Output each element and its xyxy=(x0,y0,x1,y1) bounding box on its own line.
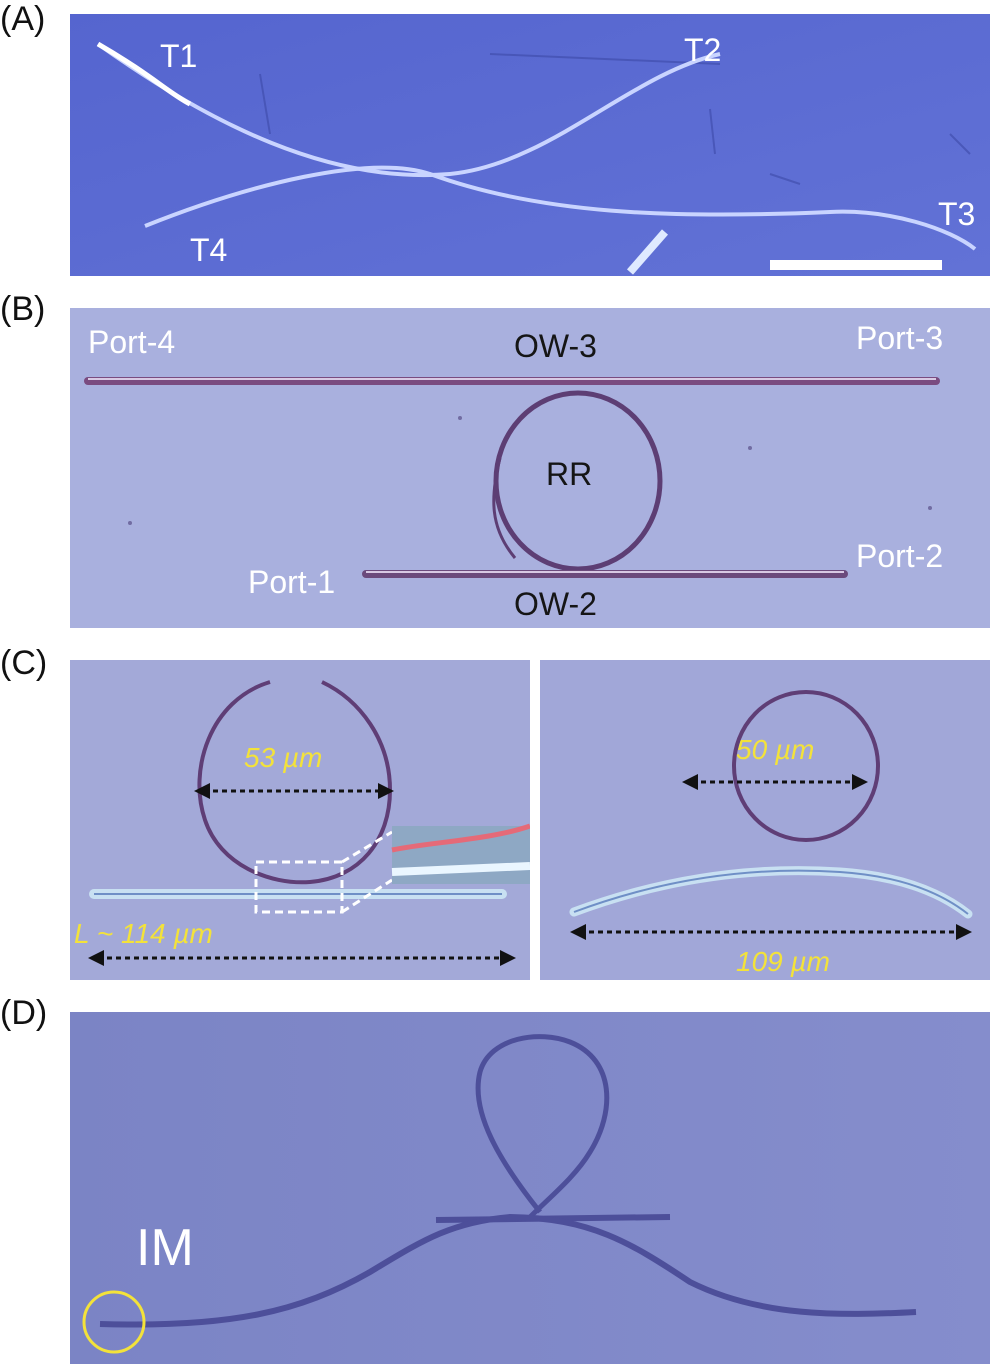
label-rr: RR xyxy=(546,456,593,492)
fiber-t1-t3 xyxy=(96,42,721,177)
open-ring xyxy=(197,680,393,885)
fiber-im xyxy=(99,1213,917,1328)
label-t2: T2 xyxy=(684,32,722,68)
panel-d-image xyxy=(70,1012,990,1364)
panel-c-right-image xyxy=(540,660,990,980)
panel-c-right-micrograph xyxy=(540,660,990,980)
panel-c-left-image xyxy=(70,660,530,980)
label-port-2: Port-2 xyxy=(856,538,944,574)
label-port-1: Port-1 xyxy=(248,564,336,600)
scale-bar xyxy=(770,260,942,270)
label-t1: T1 xyxy=(160,38,198,74)
label-ow-2: OW-2 xyxy=(514,586,597,622)
fiber-t4-t3 xyxy=(144,165,977,251)
panel-b-letter: (B) xyxy=(0,290,46,328)
panel-a-micrograph xyxy=(70,14,990,276)
zoom-box xyxy=(254,860,344,914)
label-diameter-53: 53 µm xyxy=(244,742,323,773)
label-t4: T4 xyxy=(190,232,228,268)
panel-d-letter: (D) xyxy=(0,994,48,1032)
panel-b-micrograph xyxy=(70,308,990,628)
label-ow-3: OW-3 xyxy=(514,328,597,364)
panel-a-image xyxy=(70,14,990,276)
label-port-3: Port-3 xyxy=(856,320,944,356)
panel-d-micrograph xyxy=(70,1012,990,1364)
panel-a-letter: (A) xyxy=(0,0,46,38)
panel-b-image xyxy=(70,308,990,628)
closed-ring xyxy=(732,690,880,842)
panel-c-letter: (C) xyxy=(0,644,48,682)
label-im: IM xyxy=(136,1219,194,1277)
panel-c-left-micrograph xyxy=(70,660,530,980)
label-length-109: 109 µm xyxy=(736,946,830,977)
zoom-inset xyxy=(391,823,530,884)
label-diameter-50: 50 µm xyxy=(736,734,815,765)
label-length-114: L ~ 114 µm xyxy=(74,918,213,949)
fiber-loop xyxy=(475,1034,610,1219)
label-port-4: Port-4 xyxy=(88,324,176,360)
input-marker-circle xyxy=(82,1290,146,1354)
label-t3: T3 xyxy=(938,196,976,232)
